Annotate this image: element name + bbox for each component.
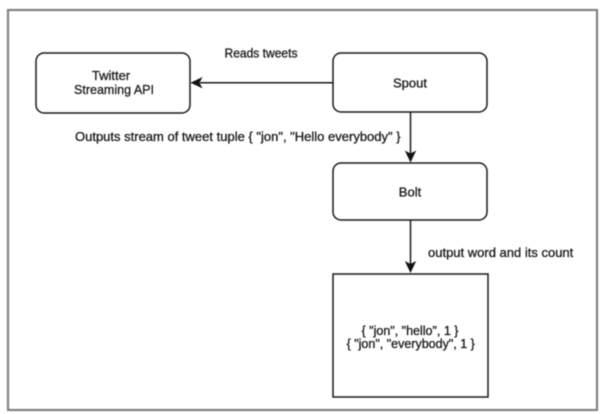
svg-text:Bolt: Bolt: [399, 185, 422, 200]
svg-text:Reads tweets: Reads tweets: [225, 46, 298, 61]
svg-text:Streaming API: Streaming API: [74, 82, 154, 97]
svg-text:Spout: Spout: [393, 76, 427, 91]
svg-text:output word and its count: output word and its count: [428, 245, 574, 260]
svg-text:{ "jon", "everybody", 1 }: { "jon", "everybody", 1 }: [347, 337, 475, 351]
svg-text:Outputs stream of tweet tuple: Outputs stream of tweet tuple { "jon", "…: [75, 129, 401, 144]
svg-text:Twitter: Twitter: [92, 68, 131, 83]
svg-text:{ "jon", "hello", 1 }: { "jon", "hello", 1 }: [362, 324, 459, 338]
